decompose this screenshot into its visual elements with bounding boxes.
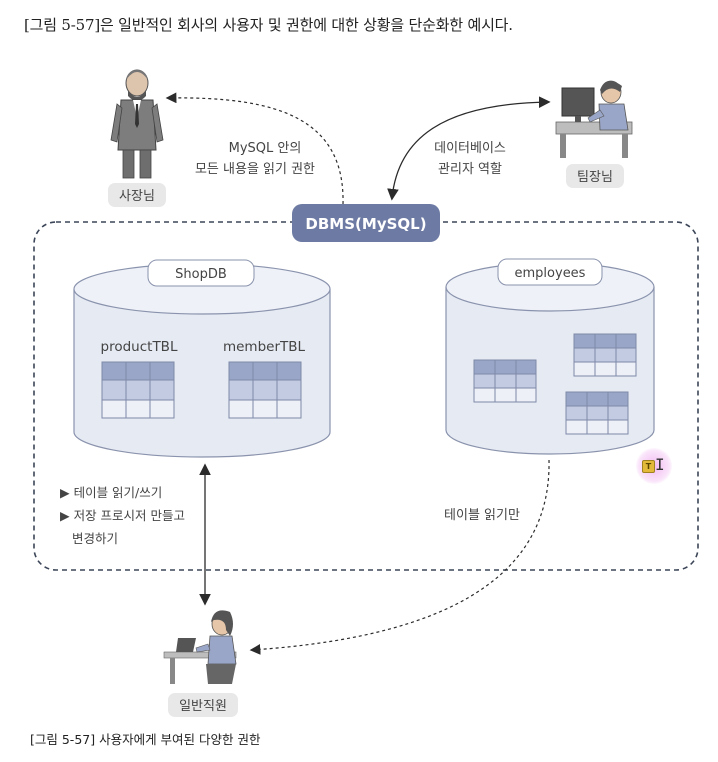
figure-caption: [그림 5-57] 사용자에게 부여된 다양한 권한 — [30, 732, 261, 747]
team-lead-permission-line-1: 데이터베이스 — [434, 141, 506, 156]
employees-table-grid-1 — [473, 359, 537, 403]
employee-shop-permission-2: ▶ 저장 프로시저 만들고 — [60, 508, 185, 523]
employees-name: employees — [515, 266, 586, 281]
employee-employees-permission: 테이블 읽기만 — [444, 508, 520, 523]
member-table-grid — [228, 361, 302, 419]
boss-label-box — [108, 183, 166, 207]
employee-figure-icon — [163, 610, 237, 684]
employee-employees-arrow — [249, 459, 550, 655]
product-table-grid — [101, 361, 175, 419]
figure-intro-text: [그림 5-57]은 일반적인 회사의 사용자 및 권한에 대한 상황을 단순화… — [24, 16, 513, 34]
boss-label: 사장님 — [119, 189, 155, 204]
dbms-box — [292, 204, 440, 242]
text-cursor-icon: T — [642, 460, 655, 473]
employees-table-grid-3 — [565, 391, 629, 435]
team-lead-figure-icon — [555, 80, 633, 158]
team-lead-arrow — [387, 96, 551, 201]
dbms-label: DBMS(MySQL) — [305, 215, 426, 233]
employee-label: 일반직원 — [179, 699, 227, 714]
shopdb-cylinder — [73, 263, 331, 458]
member-table-label: memberTBL — [223, 339, 306, 355]
employee-shop-permission-1: ▶ 테이블 읽기/쓰기 — [60, 485, 162, 500]
boss-permission-line-1: MySQL 안의 — [229, 141, 302, 156]
product-table-label: productTBL — [101, 339, 178, 355]
team-lead-label: 팀장님 — [577, 170, 613, 185]
team-lead-permission-line-2: 관리자 역할 — [438, 162, 502, 177]
employees-table-grid-2 — [573, 333, 637, 377]
shopdb-name-box — [147, 259, 255, 287]
shopdb-name: ShopDB — [175, 267, 227, 282]
team-lead-label-box — [566, 164, 624, 188]
employee-shop-permission-3: 변경하기 — [72, 531, 118, 546]
boss-permission-line-2: 모든 내용을 읽기 권한 — [195, 162, 315, 177]
ibeam-cursor-icon: I — [655, 455, 665, 474]
employees-name-box — [497, 258, 603, 286]
boss-figure-icon — [110, 69, 164, 179]
boss-permission-arrow — [165, 92, 344, 205]
employee-label-box — [168, 693, 238, 717]
